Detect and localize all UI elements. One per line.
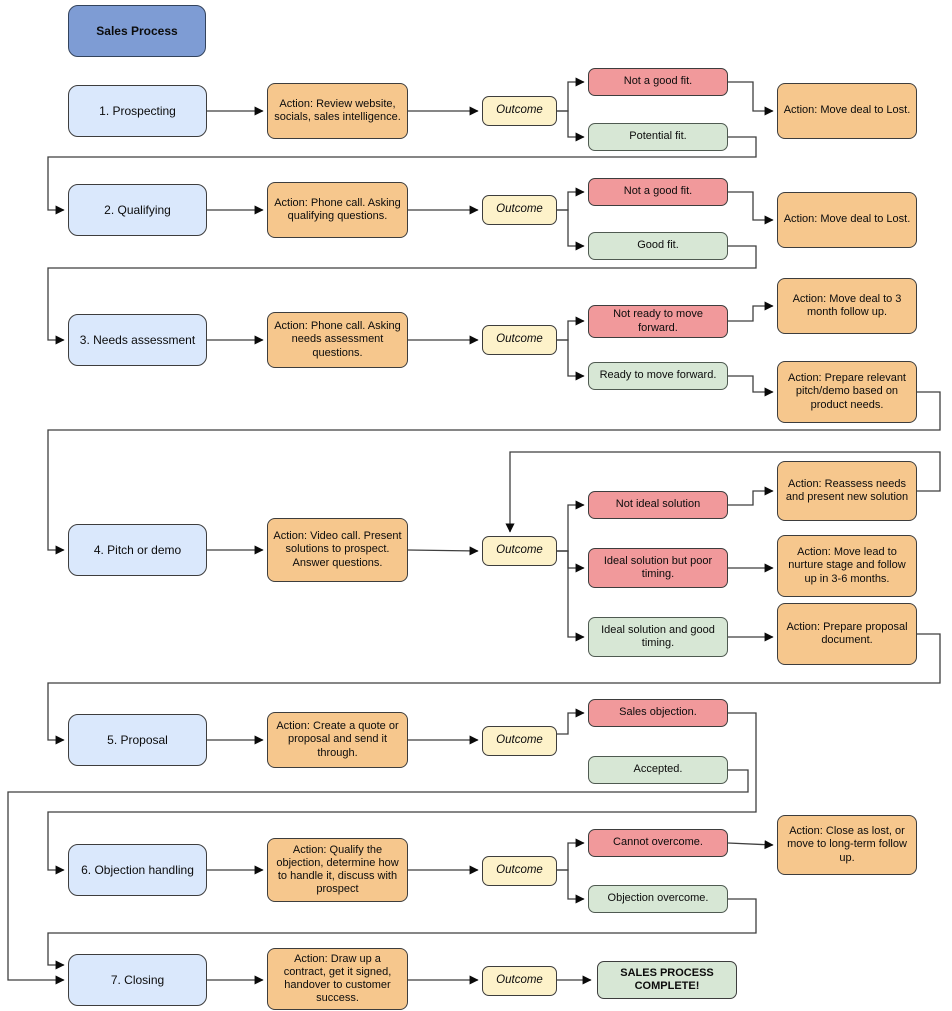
connector-3-negative-followup — [728, 301, 774, 322]
node-action-6: Action: Qualify the objection, determine… — [267, 838, 408, 902]
node-followup-4c: Action: Prepare proposal document. — [777, 603, 917, 665]
node-followup-2: Action: Move deal to Lost. — [777, 192, 917, 248]
connector-6-positive-stage7 — [47, 898, 757, 970]
connector-4-outcome-positive — [557, 550, 585, 642]
node-outcome-3: Outcome — [482, 325, 557, 355]
connector-2-positive-stage3 — [47, 245, 757, 345]
node-action-2: Action: Phone call. Asking qualifying qu… — [267, 182, 408, 238]
connector-2-outcome-positive — [557, 209, 585, 251]
connector-1-negative-followup — [728, 81, 774, 116]
node-negative-6: Cannot overcome. — [588, 829, 728, 857]
connector-1-outcome-negative — [557, 77, 585, 112]
connector-3-followup-stage4 — [47, 391, 941, 555]
connector-5-negative-stage6 — [47, 712, 757, 875]
connector-2-outcome-negative — [557, 187, 585, 211]
node-followup-6: Action: Close as lost, or move to long-t… — [777, 815, 917, 875]
connector-6-outcome-positive — [557, 869, 585, 904]
node-outcome-4: Outcome — [482, 536, 557, 566]
node-complete-7: SALES PROCESS COMPLETE! — [597, 961, 737, 999]
node-followup-3a: Action: Move deal to 3 month follow up. — [777, 278, 917, 334]
node-positive-1: Potential fit. — [588, 123, 728, 151]
node-action-3: Action: Phone call. Asking needs assessm… — [267, 312, 408, 368]
node-negative-3: Not ready to move forward. — [588, 305, 728, 338]
node-followup-4a: Action: Reassess needs and present new s… — [777, 461, 917, 521]
node-outcome-5: Outcome — [482, 726, 557, 756]
connector-6-negative-followup — [727, 840, 774, 850]
node-stage-2-qualifying: 2. Qualifying — [68, 184, 207, 236]
connector-4-reassess-loop-outcome — [505, 451, 941, 533]
connector-4-action-outcome — [407, 546, 479, 556]
node-action-7: Action: Draw up a contract, get it signe… — [267, 948, 408, 1010]
connector-4-outcome-negative1 — [557, 500, 585, 552]
connector-1-positive-stage2 — [47, 136, 757, 215]
node-negative-4b: Ideal solution but poor timing. — [588, 548, 728, 588]
node-title: Sales Process — [68, 5, 206, 57]
node-positive-4: Ideal solution and good timing. — [588, 617, 728, 657]
node-outcome-2: Outcome — [482, 195, 557, 225]
connector-1-outcome-positive — [557, 110, 585, 142]
node-outcome-7: Outcome — [482, 966, 557, 996]
node-negative-2: Not a good fit. — [588, 178, 728, 206]
node-action-4: Action: Video call. Present solutions to… — [267, 518, 408, 582]
connector-5-outcome-negative — [557, 708, 585, 735]
node-positive-5: Accepted. — [588, 756, 728, 784]
node-negative-5: Sales objection. — [588, 699, 728, 727]
node-negative-4a: Not ideal solution — [588, 491, 728, 519]
connector-4-negative1-followup — [728, 486, 774, 506]
node-followup-4b: Action: Move lead to nurture stage and f… — [777, 535, 917, 597]
connector-4-followup-stage5 — [47, 633, 941, 745]
node-positive-2: Good fit. — [588, 232, 728, 260]
connector-6-outcome-negative — [557, 838, 585, 871]
connector-3-outcome-negative — [557, 316, 585, 341]
connector-2-negative-followup — [728, 191, 774, 225]
connector-3-outcome-positive — [557, 339, 585, 381]
node-followup-3b: Action: Prepare relevant pitch/demo base… — [777, 361, 917, 423]
node-positive-3: Ready to move forward. — [588, 362, 728, 390]
node-stage-4-pitch-or-demo: 4. Pitch or demo — [68, 524, 207, 576]
node-stage-5-proposal: 5. Proposal — [68, 714, 207, 766]
node-stage-7-closing: 7. Closing — [68, 954, 207, 1006]
connector-4-outcome-negative2 — [557, 550, 585, 573]
node-action-1: Action: Review website, socials, sales i… — [267, 83, 408, 139]
node-outcome-1: Outcome — [482, 96, 557, 126]
connector-5-positive-stage7 — [7, 769, 749, 985]
node-stage-6-objection-handling: 6. Objection handling — [68, 844, 207, 896]
node-outcome-6: Outcome — [482, 856, 557, 886]
node-stage-3-needs-assessment: 3. Needs assessment — [68, 314, 207, 366]
connector-3-positive-followup — [728, 375, 774, 397]
node-positive-6: Objection overcome. — [588, 885, 728, 913]
node-action-5: Action: Create a quote or proposal and s… — [267, 712, 408, 768]
node-followup-1: Action: Move deal to Lost. — [777, 83, 917, 139]
node-negative-1: Not a good fit. — [588, 68, 728, 96]
node-stage-1-prospecting: 1. Prospecting — [68, 85, 207, 137]
